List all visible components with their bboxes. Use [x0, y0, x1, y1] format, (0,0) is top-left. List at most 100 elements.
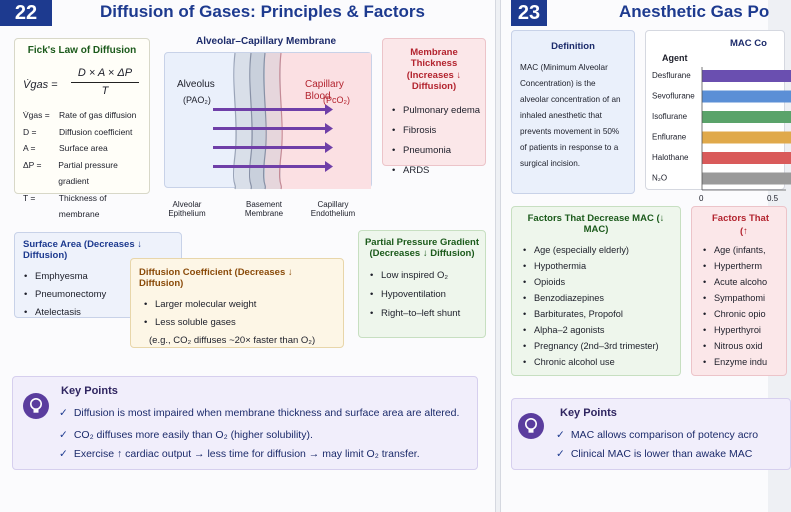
- slide-title: Anesthetic Gas Po: [619, 2, 770, 21]
- decrease-item-8: Chronic alcohol use: [522, 354, 680, 370]
- surface-item-2: Pneumonectomy: [23, 286, 181, 304]
- chart-category-label: Enflurane: [652, 133, 687, 142]
- key-points-box: Key Points ✓Diffusion is most impaired w…: [12, 376, 478, 470]
- ficks-meaning: Thickness of membrane: [58, 192, 107, 220]
- thickness-item-2: Fibrosis: [391, 121, 485, 141]
- decrease-mac-header: Factors That Decrease MAC (↓ MAC): [527, 213, 665, 236]
- surface-area-list: EmphyesmaPneumonectomyAtelectasis: [23, 268, 181, 322]
- capillary-label: Capillary Blood: [305, 79, 344, 102]
- definition-text: MAC (Minimum Alveolar Concentration) is …: [520, 63, 621, 169]
- ficks-definition-row: T = Thickness of membrane: [23, 190, 149, 223]
- diffusion-coefficient-header: Diffusion Coefficient (Decreases ↓ Diffu…: [139, 267, 293, 290]
- membrane-diagram: Alveolus (PAO₂) Capillary Blood (PcO₂): [164, 52, 372, 190]
- ficks-symbol: ΔP =: [23, 159, 42, 170]
- chart-bar: [702, 111, 791, 123]
- increase-item-5: Chronic opio: [702, 306, 786, 322]
- ficks-definition-row: ΔP = Partial pressure gradient: [23, 157, 149, 190]
- chart-bar: [702, 152, 791, 164]
- decrease-mac-box: Factors That Decrease MAC (↓ MAC) Age (e…: [511, 206, 681, 376]
- membrane-thickness-header: Membrane Thickness (Increases ↓ Diffusio…: [406, 47, 462, 93]
- increase-item-8: Enzyme indu: [702, 354, 786, 370]
- pressure-gradient-list: Low inspired O₂HypoventilationRight–to–l…: [369, 266, 485, 323]
- chart-title: MAC Co: [730, 38, 767, 49]
- key-point-2: ✓Clinical MAC is lower than awake MAC: [556, 448, 753, 460]
- mac-chart: MAC CoAgentDesfluraneSevofluraneIsoflura…: [652, 38, 791, 203]
- coefficient-item-2: Less soluble gases: [143, 314, 343, 332]
- ficks-lhs: V̇gas =: [23, 79, 58, 91]
- chart-bar: [702, 70, 791, 82]
- thickness-item-4: ARDS: [391, 161, 485, 181]
- pressure-gradient-header: Partial Pressure Gradient (Decreases ↓ D…: [364, 237, 480, 260]
- decrease-item-5: Barbiturates, Propofol: [522, 306, 680, 322]
- key-points-title: Key Points: [560, 407, 617, 419]
- decrease-mac-list: Age (especially elderly)HypothermiaOpioi…: [522, 242, 680, 370]
- ficks-law-header: Fick's Law of Diffusion: [27, 45, 137, 56]
- increase-item-1: Age (infants,: [702, 242, 786, 258]
- surface-item-3: Atelectasis: [23, 304, 181, 322]
- ficks-meaning: Rate of gas diffusion: [59, 110, 137, 120]
- slide-title: Diffusion of Gases: Principles & Factors: [100, 2, 425, 21]
- alveolus-label: Alveolus: [177, 79, 215, 90]
- thickness-item-1: Pulmonary edema: [391, 101, 485, 121]
- chart-column-header: Agent: [662, 53, 688, 63]
- increase-mac-header: Factors That: [712, 213, 770, 224]
- definition-header: Definition: [551, 41, 595, 52]
- surface-area-header: Surface Area (Decreases ↓ Diffusion): [23, 239, 142, 262]
- slide-22: 22 Diffusion of Gases: Principles & Fact…: [0, 0, 496, 512]
- ficks-definition-row: D = Diffusion coefficient: [23, 124, 149, 141]
- lightbulb-icon: [518, 413, 544, 439]
- ficks-definition-row: V̇gas =Rate of gas diffusion: [23, 107, 149, 124]
- ficks-meaning: Surface area: [59, 143, 108, 153]
- decrease-item-1: Age (especially elderly): [522, 242, 680, 258]
- key-point-2: ✓CO₂ diffuses more easily than O₂ (highe…: [59, 429, 313, 441]
- membrane-thickness-list: Pulmonary edemaFibrosisPneumoniaARDS: [391, 101, 485, 181]
- chart-bar: [702, 131, 791, 144]
- decrease-item-6: Alpha–2 agonists: [522, 322, 680, 338]
- definition-box: Definition MAC (Minimum Alveolar Concent…: [511, 30, 635, 194]
- diffusion-coefficient-list: Larger molecular weightLess soluble gase…: [143, 296, 343, 332]
- chart-tick-label: 0.5: [767, 194, 779, 203]
- ficks-meaning: Diffusion coefficient: [59, 126, 133, 137]
- key-point-1: ✓MAC allows comparison of potency acro: [556, 429, 759, 441]
- label-capillary-endothelium: Capillary Endothelium: [310, 200, 356, 218]
- key-point-1: ✓Diffusion is most impaired when membran…: [59, 407, 460, 419]
- surface-item-1: Emphyesma: [23, 268, 181, 286]
- chart-bar: [702, 172, 791, 185]
- slide-number: 23: [511, 0, 547, 26]
- decrease-item-3: Opioids: [522, 274, 680, 290]
- ficks-definitions: V̇gas =Rate of gas diffusion D = Diffusion…: [23, 107, 149, 223]
- ficks-meaning: Partial pressure gradient: [58, 159, 118, 187]
- ficks-symbol: A =: [23, 143, 36, 153]
- membrane-header: Alveolar–Capillary Membrane: [195, 36, 337, 47]
- diffusion-coefficient-box: Diffusion Coefficient (Decreases ↓ Diffu…: [130, 258, 344, 348]
- increase-item-4: Sympathomi: [702, 290, 786, 306]
- increase-mac-box: Factors That (↑ Age (infants,HyperthermA…: [691, 206, 787, 376]
- increase-item-2: Hypertherm: [702, 258, 786, 274]
- ficks-symbol: T =: [23, 192, 36, 203]
- chart-category-label: Desflurane: [652, 71, 691, 80]
- decrease-item-2: Hypothermia: [522, 258, 680, 274]
- increase-item-7: Nitrous oxid: [702, 338, 786, 354]
- ficks-law-box: Fick's Law of Diffusion V̇gas = D × A × …: [14, 38, 150, 219]
- decrease-item-4: Benzodiazepines: [522, 290, 680, 306]
- increase-mac-list: Age (infants,HyperthermAcute alcohoSympa…: [702, 242, 786, 370]
- key-points-title: Key Points: [61, 385, 118, 397]
- ficks-denominator: T: [101, 85, 109, 97]
- key-point-3: ✓Exercise ↑ cardiac output → less time f…: [59, 448, 420, 460]
- increase-mac-subheader: (↑: [740, 226, 748, 238]
- label-alveolar-epithelium: Alveolar Epithelium: [168, 200, 206, 218]
- ficks-definition-row: A = Surface area: [23, 140, 149, 157]
- ficks-symbol: D =: [23, 126, 37, 137]
- coefficient-item-1: Larger molecular weight: [143, 296, 343, 314]
- slide-number: 22: [0, 0, 52, 26]
- chart-category-label: N₂O: [652, 174, 667, 183]
- membrane-thickness-box: Membrane Thickness (Increases ↓ Diffusio…: [382, 38, 486, 181]
- gradient-item-2: Hypoventilation: [369, 285, 485, 304]
- membrane-illustration: [213, 52, 333, 190]
- increase-item-6: Hyperthyroi: [702, 322, 786, 338]
- slide-23: 23 Anesthetic Gas Po Definition MAC (Min…: [500, 0, 791, 512]
- ficks-numerator: D × A × ΔP: [77, 67, 133, 79]
- lightbulb-icon: [23, 393, 49, 419]
- thickness-item-3: Pneumonia: [391, 141, 485, 161]
